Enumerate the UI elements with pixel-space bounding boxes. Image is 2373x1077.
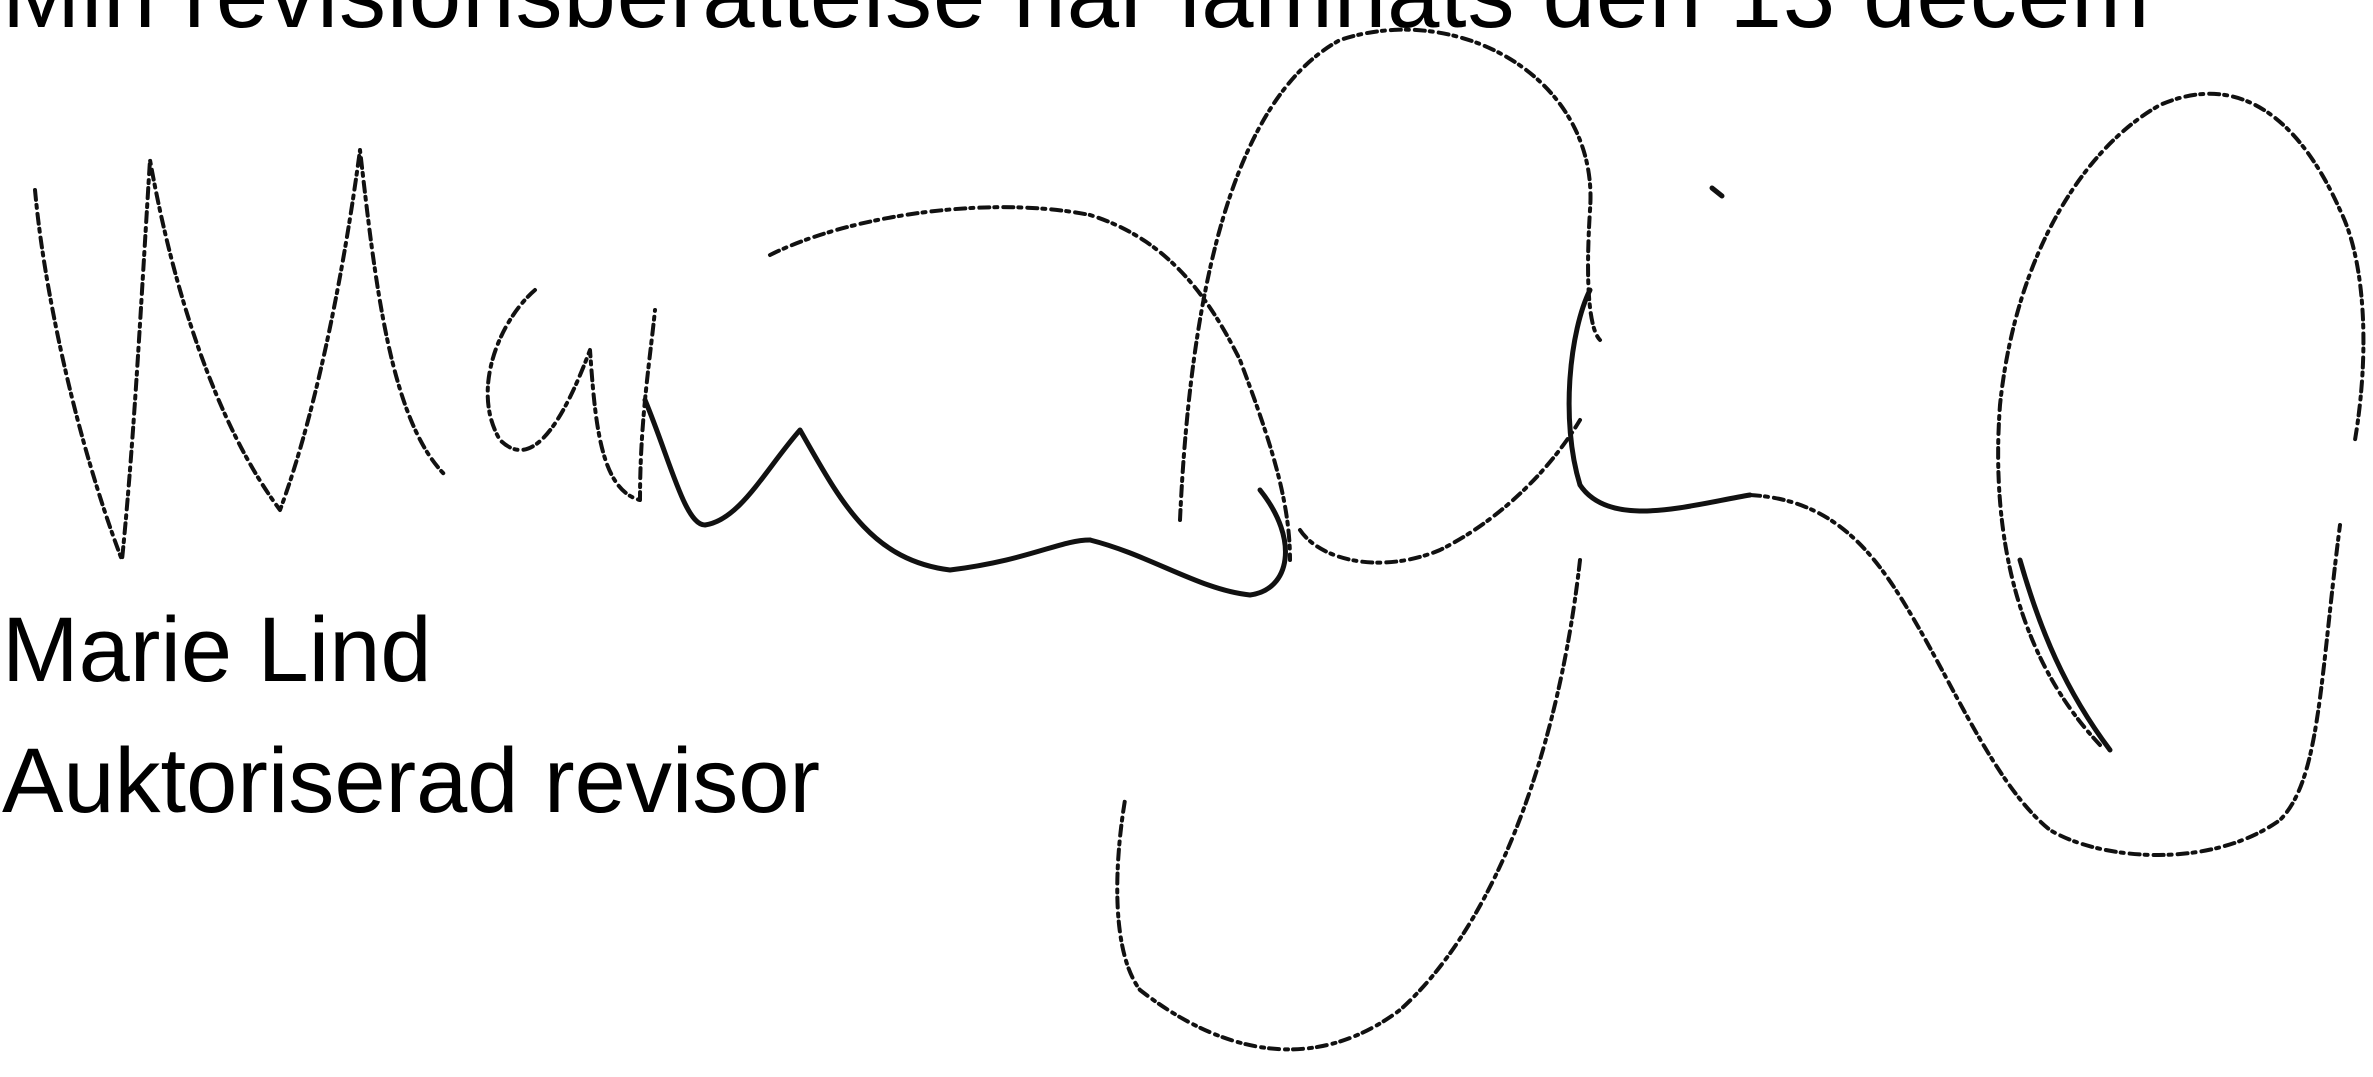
signatory-title: Auktoriserad revisor: [2, 730, 821, 832]
signatory-name: Marie Lind: [2, 599, 432, 701]
signature-strokes: [33, 27, 2366, 1052]
opening-text-line: Min revisionsberättelse har lämnats den …: [2, 0, 2150, 42]
